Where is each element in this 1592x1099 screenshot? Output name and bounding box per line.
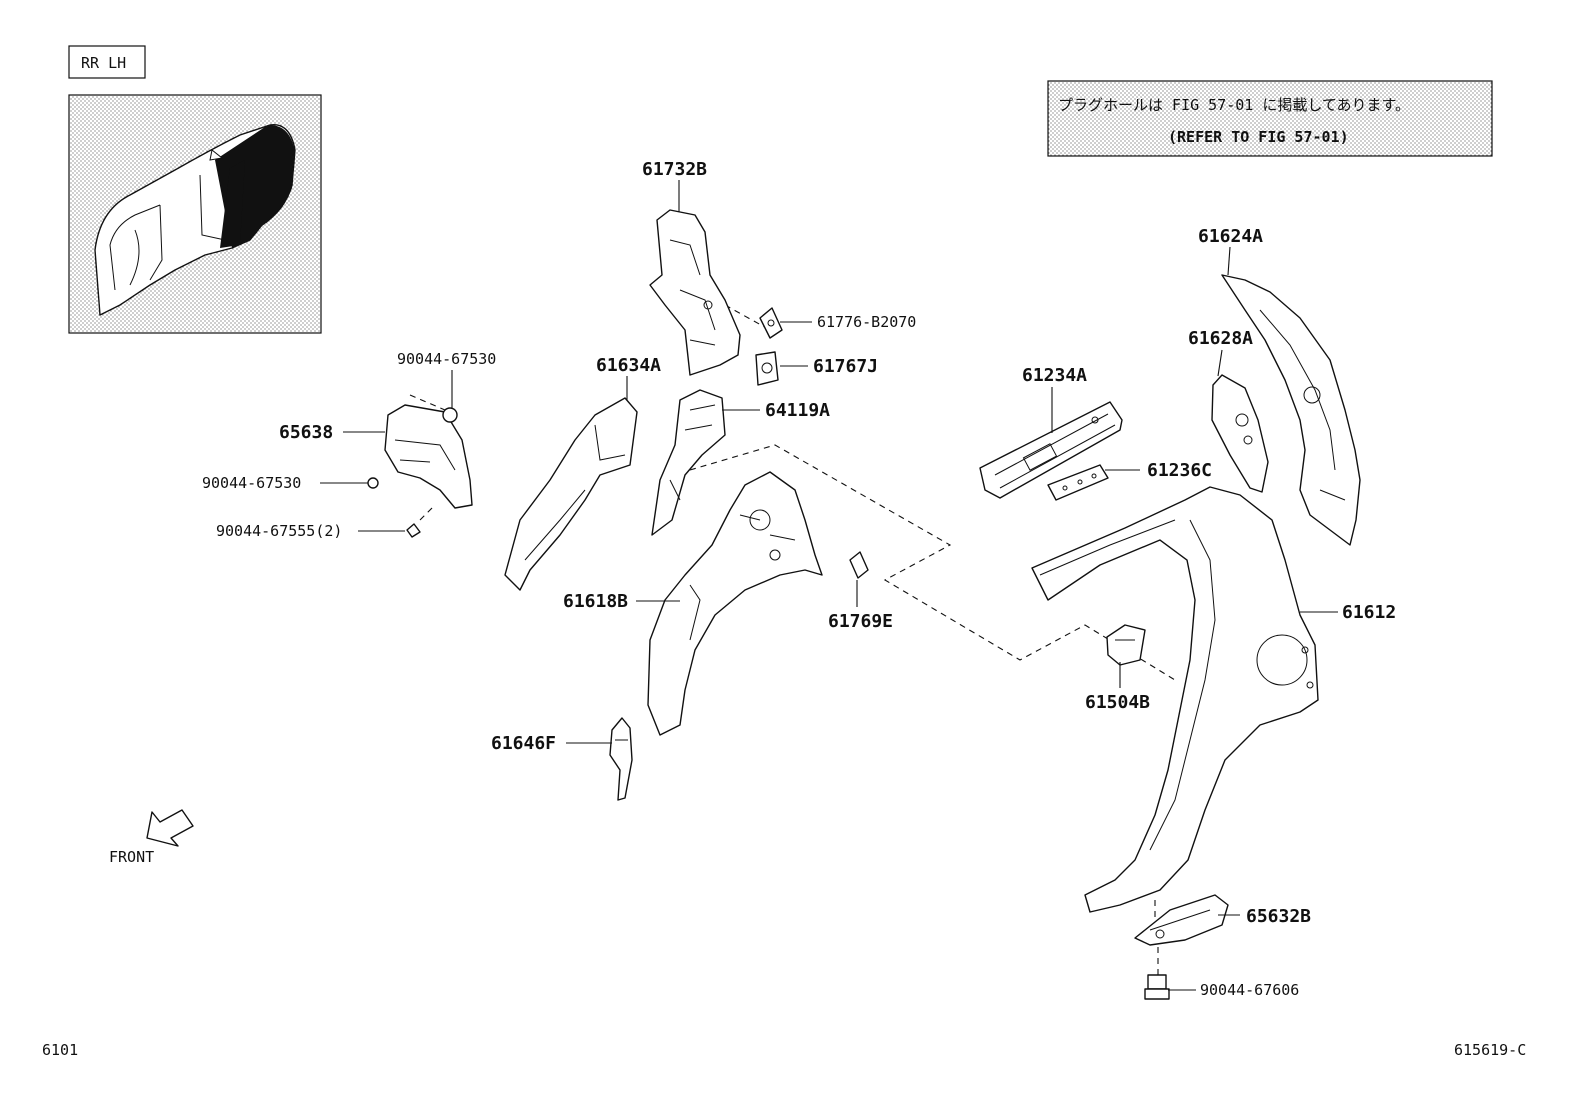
callout-61628A[interactable]: 61628A bbox=[1188, 328, 1253, 349]
part-64119A-shape bbox=[651, 389, 726, 536]
location-thumbnail bbox=[68, 94, 322, 334]
callout-61236C[interactable]: 61236C bbox=[1147, 460, 1212, 481]
part-61618B-shape bbox=[647, 471, 823, 736]
variant-label-box: RR LH bbox=[68, 45, 146, 79]
callout-90044-67530-top[interactable]: 90044-67530 bbox=[397, 350, 496, 368]
part-61769E-shape bbox=[849, 551, 869, 579]
leader-lines bbox=[320, 180, 1338, 991]
callout-90044-67606[interactable]: 90044-67606 bbox=[1200, 981, 1299, 999]
part-61767J-shape bbox=[755, 351, 779, 386]
part-61628A-shape bbox=[1211, 374, 1269, 493]
part-61504B-shape bbox=[1106, 624, 1146, 666]
callout-61234A[interactable]: 61234A bbox=[1022, 365, 1087, 386]
variant-label: RR LH bbox=[81, 54, 126, 72]
callout-61618B[interactable]: 61618B bbox=[563, 591, 628, 612]
fastener-shapes bbox=[367, 407, 458, 538]
callout-61612[interactable]: 61612 bbox=[1342, 602, 1396, 623]
callout-64119A[interactable]: 64119A bbox=[765, 400, 830, 421]
callout-61504B[interactable]: 61504B bbox=[1085, 692, 1150, 713]
callout-90044-67555[interactable]: 90044-67555(2) bbox=[216, 522, 342, 540]
callout-90044-67530-mid[interactable]: 90044-67530 bbox=[202, 474, 301, 492]
part-61234A-shape bbox=[979, 401, 1123, 499]
part-65632B-shape bbox=[1134, 894, 1229, 946]
front-direction-label: FRONT bbox=[109, 848, 154, 866]
page-code-left: 6101 bbox=[42, 1041, 78, 1059]
part-61612-shape bbox=[1031, 486, 1319, 913]
callout-65638[interactable]: 65638 bbox=[279, 422, 333, 443]
part-61646F-shape bbox=[609, 717, 633, 801]
note-japanese: プラグホールは FIG 57-01 に掲載してあります。 bbox=[1058, 96, 1410, 114]
part-61236C-shape bbox=[1047, 464, 1109, 501]
part-61634A-shape bbox=[504, 397, 638, 591]
callout-65632B[interactable]: 65632B bbox=[1246, 906, 1311, 927]
front-direction-arrow-icon bbox=[146, 809, 194, 847]
assembly-dashed-lines bbox=[409, 304, 1176, 975]
callout-61624A[interactable]: 61624A bbox=[1198, 226, 1263, 247]
part-61776-shape bbox=[759, 307, 783, 339]
part-61624A-shape bbox=[1221, 274, 1361, 546]
bolt-90044-67606-shape bbox=[1144, 974, 1170, 1000]
part-65638-shape bbox=[384, 404, 473, 509]
part-61732B-shape bbox=[649, 209, 741, 376]
callout-61767J[interactable]: 61767J bbox=[813, 356, 878, 377]
callout-61732B[interactable]: 61732B bbox=[642, 159, 707, 180]
note-english: (REFER TO FIG 57-01) bbox=[1168, 128, 1349, 146]
page-code-right: 615619-C bbox=[1454, 1041, 1526, 1059]
callout-61646F[interactable]: 61646F bbox=[491, 733, 556, 754]
callout-61634A[interactable]: 61634A bbox=[596, 355, 661, 376]
callout-61776-B2070[interactable]: 61776-B2070 bbox=[817, 313, 916, 331]
callout-61769E[interactable]: 61769E bbox=[828, 611, 893, 632]
reference-note-box: プラグホールは FIG 57-01 に掲載してあります。 (REFER TO F… bbox=[1047, 80, 1493, 157]
